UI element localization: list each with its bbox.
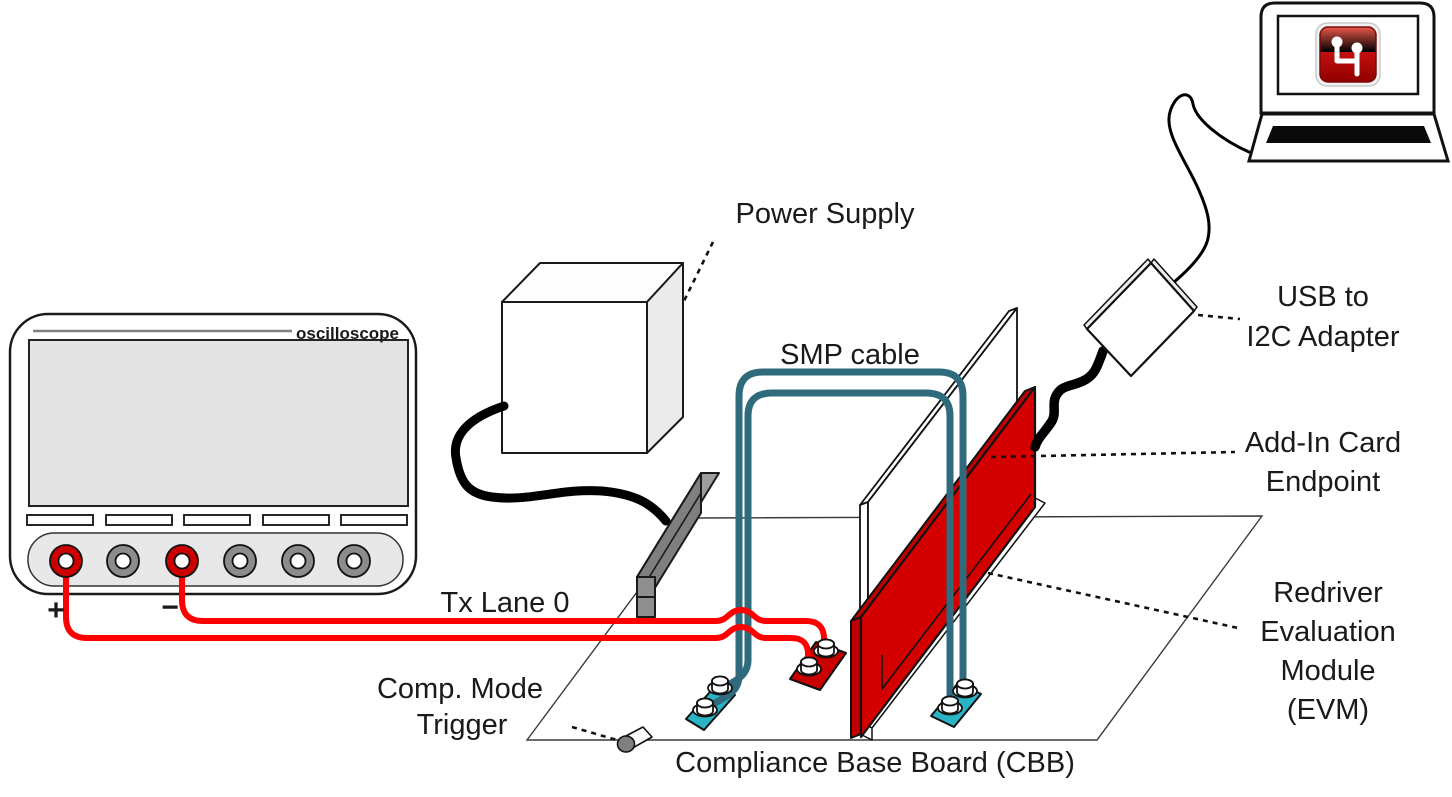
icon-tile — [1319, 26, 1377, 83]
comp-mode-label-1: Comp. Mode — [377, 673, 543, 705]
probe-dot-left — [1331, 36, 1343, 48]
leader-usb-i2c — [1197, 313, 1241, 321]
riser-board — [859, 307, 1018, 612]
smp-cable-outer — [701, 368, 967, 715]
add-in-card-label-1: Add-In Card — [1245, 427, 1401, 459]
add-in-card-label-2: Endpoint — [1266, 466, 1381, 498]
card-side-edge — [850, 616, 862, 739]
tx-wires — [63, 559, 827, 670]
smp-connector — [692, 697, 718, 718]
minus-label: − — [161, 591, 179, 624]
redriver-label-2: Evaluation — [1260, 616, 1395, 648]
redriver-label-3: Module — [1280, 655, 1375, 687]
scope-button[interactable] — [105, 514, 173, 526]
tx-wire-plus — [63, 559, 811, 670]
adapter-body — [1085, 261, 1196, 378]
leader-lines — [571, 241, 1241, 742]
scope-knob-center — [231, 552, 249, 570]
cbb-label: Compliance Base Board (CBB) — [675, 747, 1075, 779]
smp-cables — [701, 368, 967, 715]
leader-power-supply — [682, 241, 715, 302]
smp-connector — [937, 695, 963, 716]
i2c-app-icon[interactable] — [1315, 22, 1381, 87]
leader-evm — [987, 571, 1239, 630]
power-supply — [501, 262, 684, 454]
labels: oscilloscope Power Supply SMP cable USB … — [47, 198, 1401, 779]
comp-mode-label-2: Trigger — [417, 709, 508, 741]
card-inner-line — [881, 493, 1032, 690]
slot-bar-endcap-2 — [636, 596, 656, 618]
usb-i2c-label-1: USB to — [1277, 281, 1369, 313]
scope-knob-center — [57, 552, 75, 570]
tx-lane-label: Tx Lane 0 — [441, 587, 570, 619]
smp-connector — [952, 678, 978, 699]
scope-button[interactable] — [340, 514, 408, 526]
smp-cable-inner — [717, 389, 954, 708]
oscilloscope-label: oscilloscope — [296, 324, 399, 343]
scope-knob-center — [173, 552, 191, 570]
cbb-slot-connector — [636, 472, 720, 618]
comp-mode-trigger[interactable] — [616, 726, 653, 753]
smp-cable-label: SMP cable — [780, 339, 920, 371]
smp-connector — [707, 675, 733, 696]
power-supply-label: Power Supply — [736, 198, 915, 230]
power-supply-front — [501, 301, 648, 454]
probe-dot-right — [1351, 42, 1363, 54]
usb-wire — [1167, 93, 1251, 285]
laptop — [1247, 1, 1451, 163]
power-cable — [450, 401, 671, 526]
scope-knob-center — [289, 552, 307, 570]
plus-label: + — [47, 594, 65, 627]
usb-i2c-adapter — [1083, 258, 1198, 378]
slot-bar-endcap-1 — [636, 576, 656, 598]
scope-knob-center — [114, 552, 132, 570]
probe-fork-icon — [1334, 41, 1360, 77]
scope-buttons — [26, 514, 408, 526]
scope-screen — [28, 339, 409, 507]
leader-trigger — [571, 725, 618, 742]
trigger-cap — [616, 735, 636, 753]
leader-add-in-card — [990, 450, 1236, 459]
usb-i2c-label-2: I2C Adapter — [1246, 321, 1399, 353]
i2c-cable — [1030, 346, 1108, 452]
riser-left-edge — [859, 501, 869, 612]
scope-knobs — [49, 544, 371, 578]
smp-connector — [813, 638, 839, 659]
scope-knob-center — [345, 552, 363, 570]
redriver-label-1: Redriver — [1273, 577, 1383, 609]
smp-connector — [796, 656, 822, 677]
laptop-keyboard — [1266, 126, 1431, 143]
scope-button[interactable] — [26, 514, 94, 526]
scope-button[interactable] — [262, 514, 330, 526]
redriver-label-4: (EVM) — [1287, 694, 1369, 726]
tx-wire-minus — [179, 559, 827, 652]
scope-button[interactable] — [183, 514, 251, 526]
